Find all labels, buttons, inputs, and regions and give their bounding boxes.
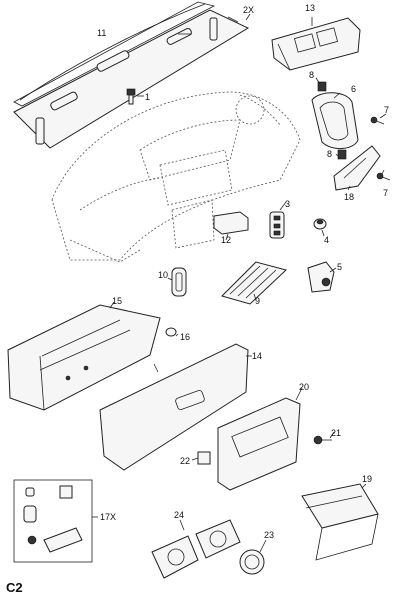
callout-17x: 17X	[100, 512, 116, 522]
round-vent-part-23	[239, 549, 265, 575]
switch-panel-part-3	[269, 211, 285, 239]
callout-7b: 7	[383, 188, 388, 198]
ignition-lock-part-5	[307, 261, 335, 293]
callout-20: 20	[299, 382, 309, 392]
vent-grille-part-9	[221, 261, 287, 305]
callout-2x: 2X	[243, 5, 254, 15]
callout-23: 23	[264, 530, 274, 540]
callout-12: 12	[221, 235, 231, 245]
callout-21: 21	[331, 428, 341, 438]
trim-bezel-part-20	[217, 397, 301, 491]
clip-part-8-lower	[337, 149, 347, 160]
callout-18: 18	[344, 192, 354, 202]
callout-7a: 7	[384, 105, 389, 115]
callout-22: 22	[180, 456, 190, 466]
callout-14: 14	[252, 351, 262, 361]
callout-10: 10	[158, 270, 168, 280]
dashboard-outline	[51, 91, 301, 263]
screw-part-7-lower	[376, 172, 391, 181]
screw-part-7-upper	[370, 116, 385, 125]
switch-block-part-12	[213, 211, 249, 235]
callout-11: 11	[97, 28, 106, 38]
callout-8a: 8	[309, 70, 314, 80]
fasteners-inset-part-17x	[13, 479, 93, 563]
screw-part-1	[126, 88, 144, 105]
display-module-part-13	[271, 17, 361, 71]
callout-labels: 11 2X 13 1 8 6 7 8 7 18 3 12 4 5 10 9 15…	[97, 3, 389, 540]
clip-part-22	[197, 451, 211, 465]
callout-15: 15	[112, 296, 122, 306]
callout-24: 24	[174, 510, 184, 520]
knob-part-4	[313, 218, 327, 230]
callout-4: 4	[324, 235, 329, 245]
callout-1: 1	[145, 92, 150, 102]
clip-part-8-upper	[317, 81, 327, 92]
callout-6: 6	[351, 84, 356, 94]
storage-tray-part-19	[301, 483, 379, 561]
callout-9: 9	[255, 296, 260, 306]
callout-5: 5	[337, 262, 342, 272]
callout-19: 19	[362, 474, 372, 484]
instrument-surround-part-6	[311, 92, 359, 149]
callout-13: 13	[305, 3, 315, 13]
page-label: C2	[6, 580, 23, 595]
side-bracket-part-18	[333, 145, 381, 191]
glovebox-frame-part-15	[7, 304, 161, 411]
trim-frame-part-10	[171, 267, 187, 297]
glovebox-lid-part-14	[99, 343, 249, 471]
callout-8b: 8	[327, 149, 332, 159]
screw-part-21	[313, 435, 332, 445]
air-vents-part-24	[151, 519, 241, 579]
bumper-part-16	[165, 327, 177, 337]
leader-lines	[92, 13, 387, 553]
top-trim-strip	[13, 1, 250, 149]
callout-3: 3	[285, 199, 290, 209]
callout-16: 16	[180, 332, 190, 342]
